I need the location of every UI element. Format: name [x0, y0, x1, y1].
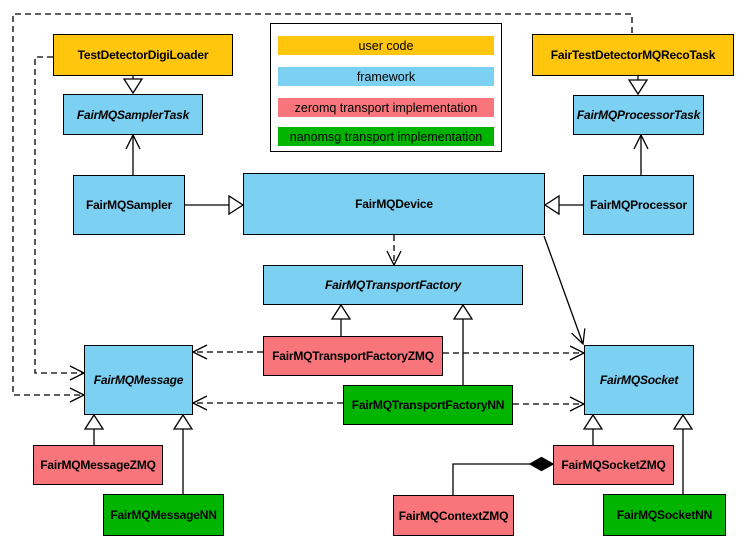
edge-inherit-fairmqsampler-to-fairmqdevice	[185, 194, 245, 216]
node-fair-mq-message-nn: FairMQMessageNN	[103, 494, 224, 536]
node-label: FairMQTransportFactoryNN	[351, 398, 505, 412]
node-label: FairMQTransportFactoryZMQ	[272, 349, 434, 363]
node-fair-mq-message: FairMQMessage	[84, 345, 193, 415]
edge-inherit-fairmqsocketzmq-to-fairmqsocket	[582, 413, 604, 445]
edge-depend-fairmqtransportfactoryzmq-to-fairmqmessage	[191, 344, 263, 360]
node-fair-mq-transport-factory-zmq: FairMQTransportFactoryZMQ	[263, 336, 443, 376]
edge-depend-fairmqtransportfactorynn-to-fairmqsocket	[513, 396, 586, 412]
node-label: FairMQProcessor	[589, 198, 688, 212]
node-fair-mq-context-zmq: FairMQContextZMQ	[393, 495, 514, 536]
node-label: FairMQProcessorTask	[576, 108, 701, 122]
node-fair-test-detector-mq-reco-task: FairTestDetectorMQRecoTask	[532, 34, 734, 76]
node-label: FairMQSocketZMQ	[561, 458, 666, 472]
edge-depend-fairmqtransportfactoryzmq-to-fairmqsocket	[443, 345, 586, 361]
edge-inherit-fairmqtransportfactorynn-to-fairmqtransportfactory	[452, 303, 474, 385]
edge-compose-fairmqcontextzmq-to-fairmqsocketzmq	[452, 456, 555, 495]
edge-inherit-fairtestdetectormqrecotask-to-fairmqprocessortask	[627, 76, 649, 96]
edge-inherit-fairmqsocketnn-to-fairmqsocket	[672, 413, 694, 494]
edge-depend-fairmqdevice-to-fairmqtransportfactory	[386, 235, 402, 267]
node-label: FairMQDevice	[355, 197, 433, 211]
edge-inherit-fairmqprocessor-to-fairmqdevice	[543, 194, 583, 216]
node-fair-mq-transport-factory: FairMQTransportFactory	[263, 265, 523, 305]
legend-label: nanomsg transport implementation	[289, 129, 483, 144]
node-label: FairMQSampler	[85, 198, 173, 212]
node-fair-mq-message-zmq: FairMQMessageZMQ	[33, 445, 163, 485]
node-label: FairMQSocketNN	[616, 508, 713, 522]
node-label: FairMQSocket	[599, 373, 679, 387]
node-label: FairMQMessageNN	[110, 508, 217, 522]
node-label: FairMQContextZMQ	[398, 508, 509, 523]
node-fair-mq-sampler: FairMQSampler	[73, 175, 185, 235]
node-fair-mq-processor-task: FairMQProcessorTask	[573, 95, 704, 135]
node-fair-mq-socket-zmq: FairMQSocketZMQ	[553, 445, 674, 485]
legend-item-framework: framework	[278, 67, 494, 86]
node-label: FairMQMessageZMQ	[40, 458, 156, 472]
legend-label: framework	[356, 69, 416, 84]
node-fair-mq-device: FairMQDevice	[243, 173, 545, 235]
legend-item-user-code: user code	[278, 36, 494, 55]
legend-label: zeromq transport implementation	[294, 100, 478, 115]
node-label: TestDetectorDigiLoader	[77, 48, 209, 62]
node-fair-mq-sampler-task: FairMQSamplerTask	[63, 94, 203, 135]
edge-assoc-fairmqdevice-to-fairmqsocket	[543, 235, 586, 346]
node-fair-mq-socket: FairMQSocket	[584, 345, 694, 415]
legend-label: user code	[358, 38, 414, 53]
edge-assoc-fairmqsampler-to-fairmqsamplertask	[125, 133, 141, 175]
edge-assoc-fairmqprocessor-to-fairmqprocessortask	[633, 133, 649, 175]
node-label: FairMQTransportFactory	[324, 278, 462, 292]
node-fair-mq-transport-factory-nn: FairMQTransportFactoryNN	[343, 385, 513, 425]
edge-inherit-testdetectordigiloader-to-fairmqsamplertask	[122, 76, 144, 95]
node-label: FairTestDetectorMQRecoTask	[550, 48, 716, 62]
node-fair-mq-socket-nn: FairMQSocketNN	[603, 494, 726, 536]
legend: user code framework zeromq transport imp…	[270, 23, 502, 152]
edge-depend-fairmqtransportfactorynn-to-fairmqmessage	[191, 395, 343, 411]
node-label: FairMQMessage	[93, 373, 184, 387]
edge-inherit-fairmqmessagenn-to-fairmqmessage	[172, 413, 194, 494]
node-test-detector-digi-loader: TestDetectorDigiLoader	[53, 34, 233, 76]
edge-inherit-fairmqtransportfactoryzmq-to-fairmqtransportfactory	[330, 303, 352, 336]
node-label: FairMQSamplerTask	[76, 107, 190, 122]
legend-item-zeromq: zeromq transport implementation	[278, 98, 494, 117]
edge-inherit-fairmqmessagezmq-to-fairmqmessage	[83, 413, 105, 445]
legend-item-nanomsg: nanomsg transport implementation	[278, 127, 494, 146]
node-fair-mq-processor: FairMQProcessor	[583, 175, 694, 235]
